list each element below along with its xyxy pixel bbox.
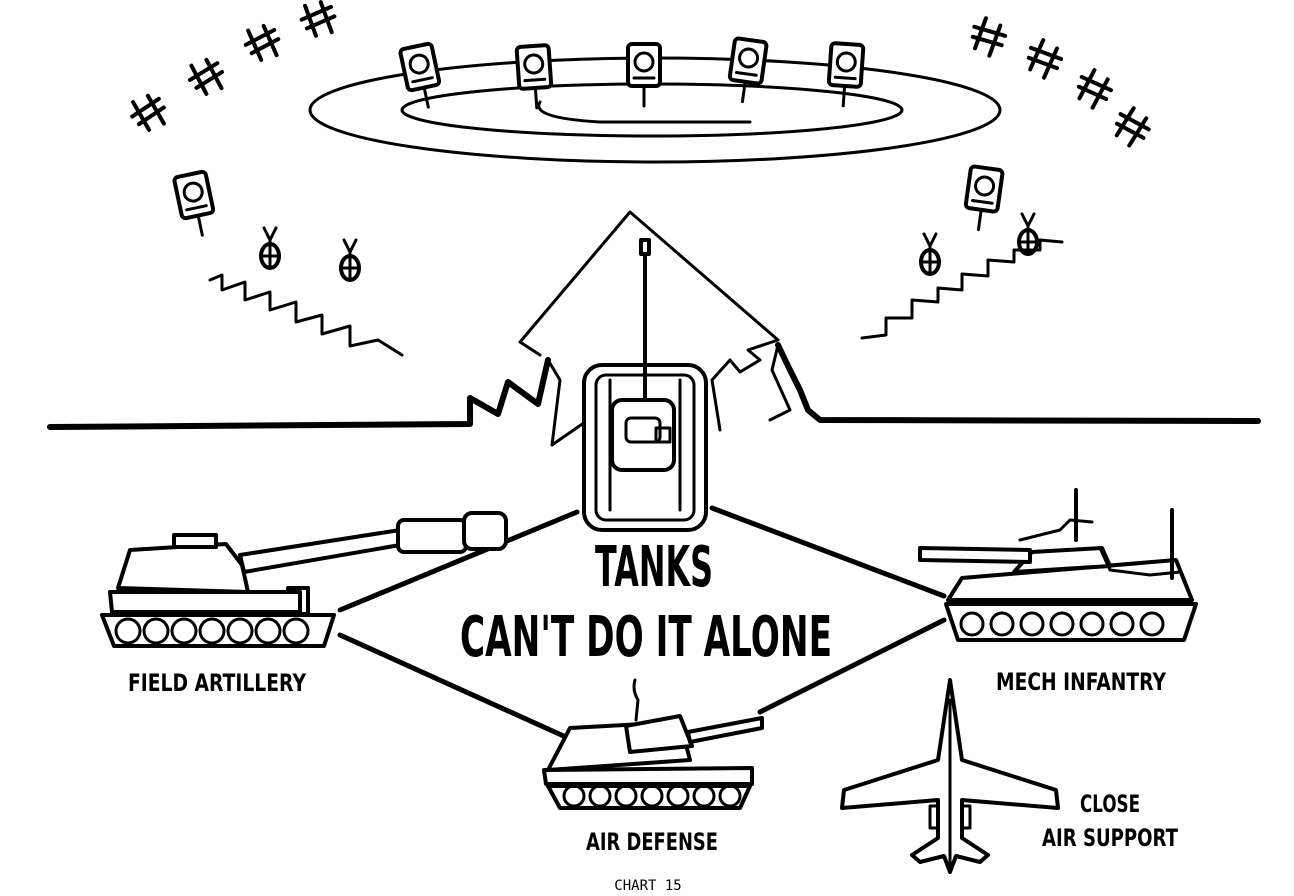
artillery-icon xyxy=(100,511,508,648)
helicopter-icon xyxy=(243,23,281,62)
bomb-icon xyxy=(259,212,1039,282)
air-defense-icon xyxy=(542,678,764,810)
helicopter-icon xyxy=(970,16,1008,58)
helicopter-icon xyxy=(299,0,337,38)
chart-caption: CHART 15 xyxy=(614,878,681,894)
horizon-line xyxy=(47,342,1261,430)
helicopter-icon xyxy=(130,0,1151,148)
close-air-support-label-2: AIR SUPPORT xyxy=(1042,824,1178,852)
bomb-icon xyxy=(1017,212,1039,256)
helicopter-icon xyxy=(1114,106,1151,148)
target-icon xyxy=(514,43,554,110)
mech-infantry-icon xyxy=(918,488,1198,642)
bomb-icon xyxy=(339,238,361,282)
title-line-1: TANKS xyxy=(595,535,713,600)
tank-icon xyxy=(582,238,708,532)
wave-right xyxy=(860,238,1064,340)
mech-infantry-label: MECH INFANTRY xyxy=(996,668,1166,696)
target-icon xyxy=(172,36,1005,237)
helicopter-icon xyxy=(1026,38,1064,80)
title-line-2: CAN'T DO IT ALONE xyxy=(460,605,832,670)
close-air-support-label-1: CLOSE xyxy=(1080,790,1140,818)
target-icon xyxy=(626,42,662,108)
helicopter-icon xyxy=(130,93,166,132)
connector-lines xyxy=(337,505,947,741)
target-icon xyxy=(963,164,1005,232)
air-defense-label: AIR DEFENSE xyxy=(586,828,718,856)
bomb-icon xyxy=(259,226,281,270)
arrow-icon xyxy=(518,210,792,447)
field-artillery-label: FIELD ARTILLERY xyxy=(128,669,306,697)
helicopter-icon xyxy=(1076,68,1113,110)
wave-left xyxy=(208,273,404,357)
aircraft-icon xyxy=(840,678,1060,874)
bomb-icon xyxy=(919,232,941,276)
helicopter-icon xyxy=(187,57,225,96)
target-icon xyxy=(727,36,769,104)
target-icon xyxy=(398,41,442,109)
target-icon xyxy=(826,41,866,108)
target-icon xyxy=(172,169,216,237)
